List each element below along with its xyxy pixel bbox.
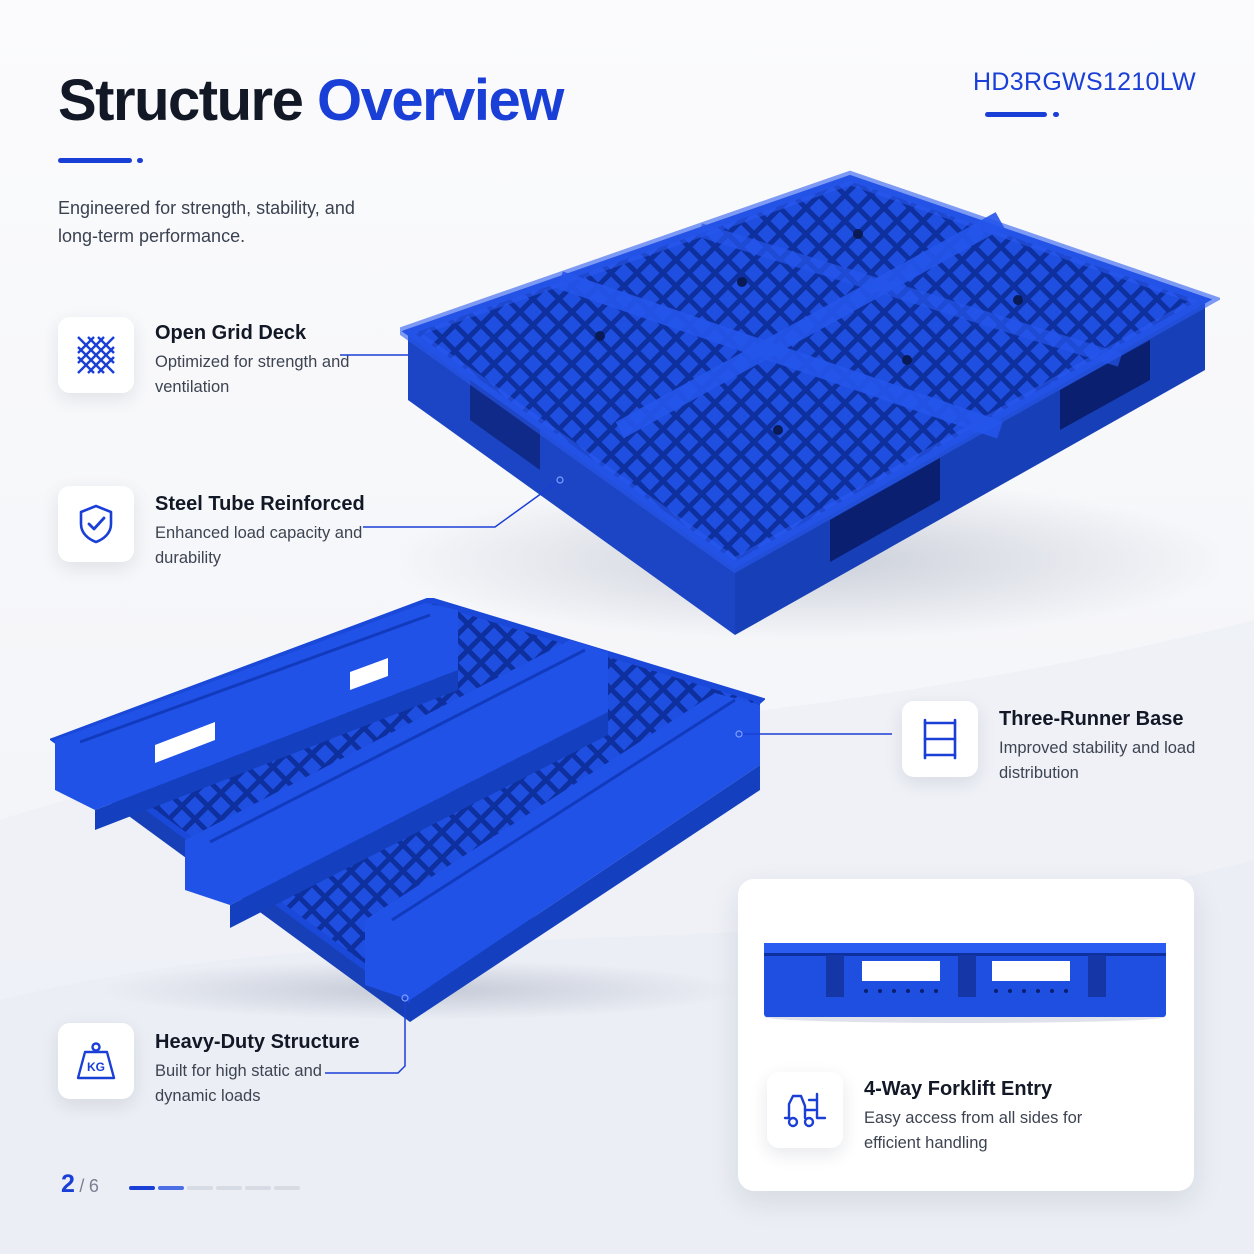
kg-label: KG: [87, 1060, 105, 1074]
runner-frame-icon: [902, 701, 978, 777]
pager-dot[interactable]: [158, 1186, 184, 1190]
feature-title: Steel Tube Reinforced: [155, 493, 365, 515]
pager-dot[interactable]: [274, 1186, 300, 1190]
pager-dot[interactable]: [245, 1186, 271, 1190]
feature-description: Improved stability and load distribution: [999, 739, 1196, 782]
feature-title: 4-Way Forklift Entry: [864, 1078, 1053, 1100]
feature-description: Built for high static and dynamic loads: [155, 1062, 322, 1105]
title-main: Structure: [58, 68, 304, 133]
runner-right: [365, 693, 760, 1022]
grid-mesh-icon: [58, 317, 134, 393]
feature-description: Easy access from all sides for efficient…: [864, 1109, 1083, 1152]
title-accent: Overview: [316, 68, 564, 133]
runner-middle: [185, 640, 608, 928]
pallet-side-view-image: [764, 943, 1166, 1023]
title-underline: [58, 158, 132, 163]
model-underline-dot: [1053, 112, 1059, 117]
title-underline-dot: [137, 158, 143, 163]
feature-title: Heavy-Duty Structure: [155, 1031, 360, 1053]
pallet-top-view-image: [400, 170, 1220, 640]
shield-check-icon: [58, 486, 134, 562]
page-subtitle: Engineered for strength, stability, and …: [58, 198, 355, 246]
pager-separator: /: [79, 1176, 85, 1196]
forklift-entry-card: 4-Way Forklift Entry Easy access from al…: [738, 879, 1194, 1191]
feature-title: Three-Runner Base: [999, 708, 1184, 730]
feature-title: Open Grid Deck: [155, 322, 307, 344]
page-title: Structure Overview: [58, 66, 564, 136]
pager-dot[interactable]: [216, 1186, 242, 1190]
pager-total: 6: [88, 1176, 99, 1196]
pager-dots: [129, 1186, 300, 1190]
model-underline: [985, 112, 1047, 117]
feature-description: Enhanced load capacity and durability: [155, 524, 363, 567]
pager-dot[interactable]: [129, 1186, 155, 1190]
page-indicator: 2 / 6: [61, 1170, 99, 1199]
forklift-icon: [767, 1072, 843, 1148]
model-code: HD3RGWS1210LW: [973, 68, 1196, 96]
feature-description: Optimized for strength and ventilation: [155, 353, 350, 396]
pager-dot[interactable]: [187, 1186, 213, 1190]
pallet-bottom-view-image: [50, 598, 765, 1022]
kg-weight-icon: KG: [58, 1023, 134, 1099]
pager-current: 2: [61, 1170, 75, 1198]
